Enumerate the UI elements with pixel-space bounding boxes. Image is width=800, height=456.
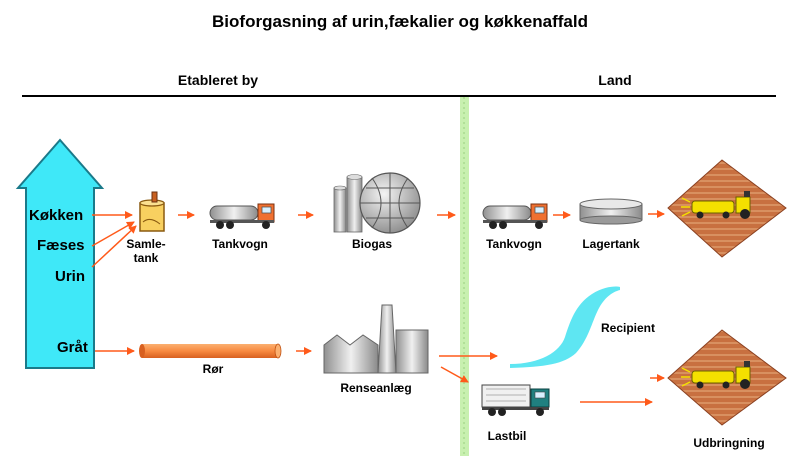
label-ror: Rør xyxy=(202,362,224,376)
label-tankvogn-land: Tankvogn xyxy=(486,237,542,251)
arrow-faeses xyxy=(91,221,135,247)
label-lagertank: Lagertank xyxy=(582,237,640,251)
label-tankvogn-city: Tankvogn xyxy=(212,237,268,251)
building-label-graat: Gråt xyxy=(57,339,88,356)
biogas-icon xyxy=(333,172,421,234)
lastbil-icon xyxy=(481,384,550,416)
ror-pipe-icon xyxy=(139,343,282,359)
section-land: Land xyxy=(598,72,632,88)
tankvogn-land-icon xyxy=(482,203,548,229)
building-label-kokken: Køkken xyxy=(29,207,84,224)
page-title: Bioforgasning af urin,fækalier og køkken… xyxy=(212,12,588,31)
field-icon-top xyxy=(667,159,787,258)
building-label-faeses: Fæses xyxy=(37,237,85,254)
recipient-river-icon xyxy=(510,286,620,368)
building-label-urin: Urin xyxy=(55,268,85,285)
lagertank-icon xyxy=(579,198,643,225)
renseanlaeg-icon xyxy=(323,304,429,374)
building-icon xyxy=(15,138,105,369)
section-city: Etableret by xyxy=(177,72,259,88)
arrow-renseanlaeg-lastbil xyxy=(440,366,469,383)
samletank-icon xyxy=(139,191,165,232)
label-biogas: Biogas xyxy=(351,237,393,251)
label-renseanlaeg: Renseanlæg xyxy=(340,381,412,395)
label-recipient: Recipient xyxy=(600,321,656,335)
field-icon-bottom xyxy=(667,329,787,426)
label-lastbil: Lastbil xyxy=(487,429,527,443)
city-land-divider xyxy=(460,97,469,456)
tankvogn-city-icon xyxy=(209,203,275,229)
label-samletank: Samle- tank xyxy=(126,237,166,265)
arrow-urin xyxy=(91,225,137,268)
label-udbringning: Udbringning xyxy=(693,436,765,450)
